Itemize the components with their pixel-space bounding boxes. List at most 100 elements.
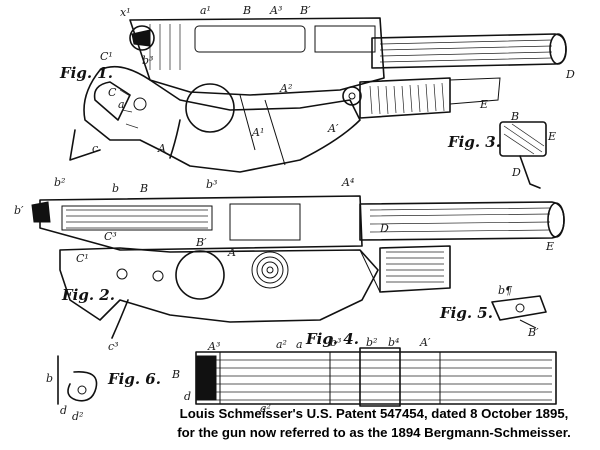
fig1-label-11: b³ [142,54,153,67]
fig2-title: Fig. 2. [61,286,115,304]
fig2-bolt [61,205,213,231]
fig1-trigger [169,119,181,159]
fig3-label-0: B [510,110,519,123]
fig2-coil-4 [266,266,274,274]
fig2-label-7: B′ [195,236,207,249]
fig1-knob-fill [131,29,151,47]
fig2-label-9: C¹ [76,252,89,265]
fig2-barrel-hatching [369,207,551,233]
fig3-label-1: E [547,130,556,143]
fig4-label-8: d [184,390,191,403]
fig2-chamber [229,203,301,241]
fig1-label-6: C [108,86,117,99]
fig1-drawing: x¹ a¹ B A³ B′ C¹ C A² A¹ D E b³ a A c A′… [59,4,575,173]
fig5-hole [515,303,525,313]
fig6-label-0: b [46,372,53,385]
fig4-lug [359,347,401,407]
fig1-barrel [371,33,567,69]
fig1-label-10: E [479,98,488,111]
fig1-label-8: A¹ [251,126,264,139]
fig1-label-15: A′ [327,122,339,135]
fig2-coil-2 [256,256,284,284]
fig1-label-13: A [157,142,166,155]
fig6-hook [67,371,98,402]
fig2-coil-1 [251,251,289,289]
fig2-barrel [359,201,565,241]
fig1-takedown-center [348,92,356,100]
fig3-body [499,121,547,157]
fig3-label-2: D [511,166,521,179]
fig3-extractor [519,155,541,189]
fig1-details [119,89,139,129]
fig1-ejection-port [194,25,306,53]
fig1-label-14: c [92,142,98,155]
fig4-label-2: a [296,338,303,351]
fig2-drawing: b² b B b³ A⁴ b′ C³ B′ A C¹ c³ E D Fig. 2… [14,176,565,353]
fig2-magazine-hatching [386,251,444,283]
fig3-hatching [503,123,545,155]
fig4-label-0: A³ [207,340,220,353]
fig1-pin [133,97,147,111]
fig1-label-5: C¹ [100,50,113,63]
fig2-label-10: c³ [108,340,119,353]
fig2-label-6: C³ [104,230,117,243]
caption-line-2: for the gun now referred to as the 1894 … [177,425,571,440]
caption-line-1: Louis Schmeisser's U.S. Patent 547454, d… [179,406,569,421]
fig1-bolt-face [314,25,376,53]
fig2-trigger-guard [175,250,225,300]
fig6-label-1: d [60,404,67,417]
fig1-muzzle [549,33,567,65]
fig2-bolt-hatching [66,209,208,229]
fig1-label-0: x¹ [120,6,131,19]
fig3-title: Fig. 3. [447,133,501,151]
fig6-label-2: d² [72,410,83,423]
fig6-title: Fig. 6. [107,370,161,388]
fig1-label-2: B [242,4,251,17]
fig4-label-4: b² [366,336,377,349]
fig4-label-9: a² [260,402,271,415]
fig5-drawing: b¶ B′ Fig. 5. [439,284,547,339]
fig1-label-4: B′ [299,4,311,17]
fig1-label-3: A³ [269,4,282,17]
fig4-dividers [219,352,441,404]
fig6-hole [77,385,87,395]
fig2-label-3: b³ [206,178,217,191]
fig1-spring [369,82,445,115]
fig1-frame [83,65,361,173]
fig2-label-5: b′ [14,204,24,217]
fig2-label-4: A⁴ [341,176,354,189]
fig3-drawing: B E D Fig. 3. [447,110,556,189]
fig1-title: Fig. 1. [59,64,113,82]
fig1-barrel-hatching [379,39,553,63]
fig2-receiver [39,195,363,251]
fig4-title: Fig. 4. [305,330,359,348]
fig4-hatching [200,359,552,401]
fig4-label-1: a² [276,338,287,351]
fig2-magazine [379,245,451,293]
fig4-breech-block [195,355,217,401]
fig1-cocking-knob [129,25,155,51]
fig2-frame-line [359,249,381,293]
fig4-label-6: A′ [419,336,431,349]
fig4-drawing: A³ a² a b³ b² b⁴ A′ B d a² Fig. 4. [171,330,557,415]
fig5-part [491,295,547,321]
fig1-trigger-guard [185,83,235,133]
fig1-label-7: A² [279,82,292,95]
fig4-label-5: b⁴ [388,336,399,349]
fig2-label-8: A [227,246,236,259]
fig2-label-2: B [139,182,148,195]
fig6-drawing: b d d² Fig. 6. [46,355,161,423]
fig2-trigger [111,299,129,339]
fig1-grip-lines [239,94,286,166]
fig1-label-1: a¹ [200,4,211,17]
fig5-leader [519,319,537,329]
fig1-takedown-wheel [342,86,362,106]
fig1-hammer [93,81,131,121]
fig2-striker [31,201,51,223]
fig2-label-1: b [112,182,119,195]
fig2-coil-3 [261,261,279,279]
fig1-receiver [129,17,385,96]
caption: Louis Schmeisser's U.S. Patent 547454, d… [150,404,598,442]
fig2-screw-1 [116,268,128,280]
